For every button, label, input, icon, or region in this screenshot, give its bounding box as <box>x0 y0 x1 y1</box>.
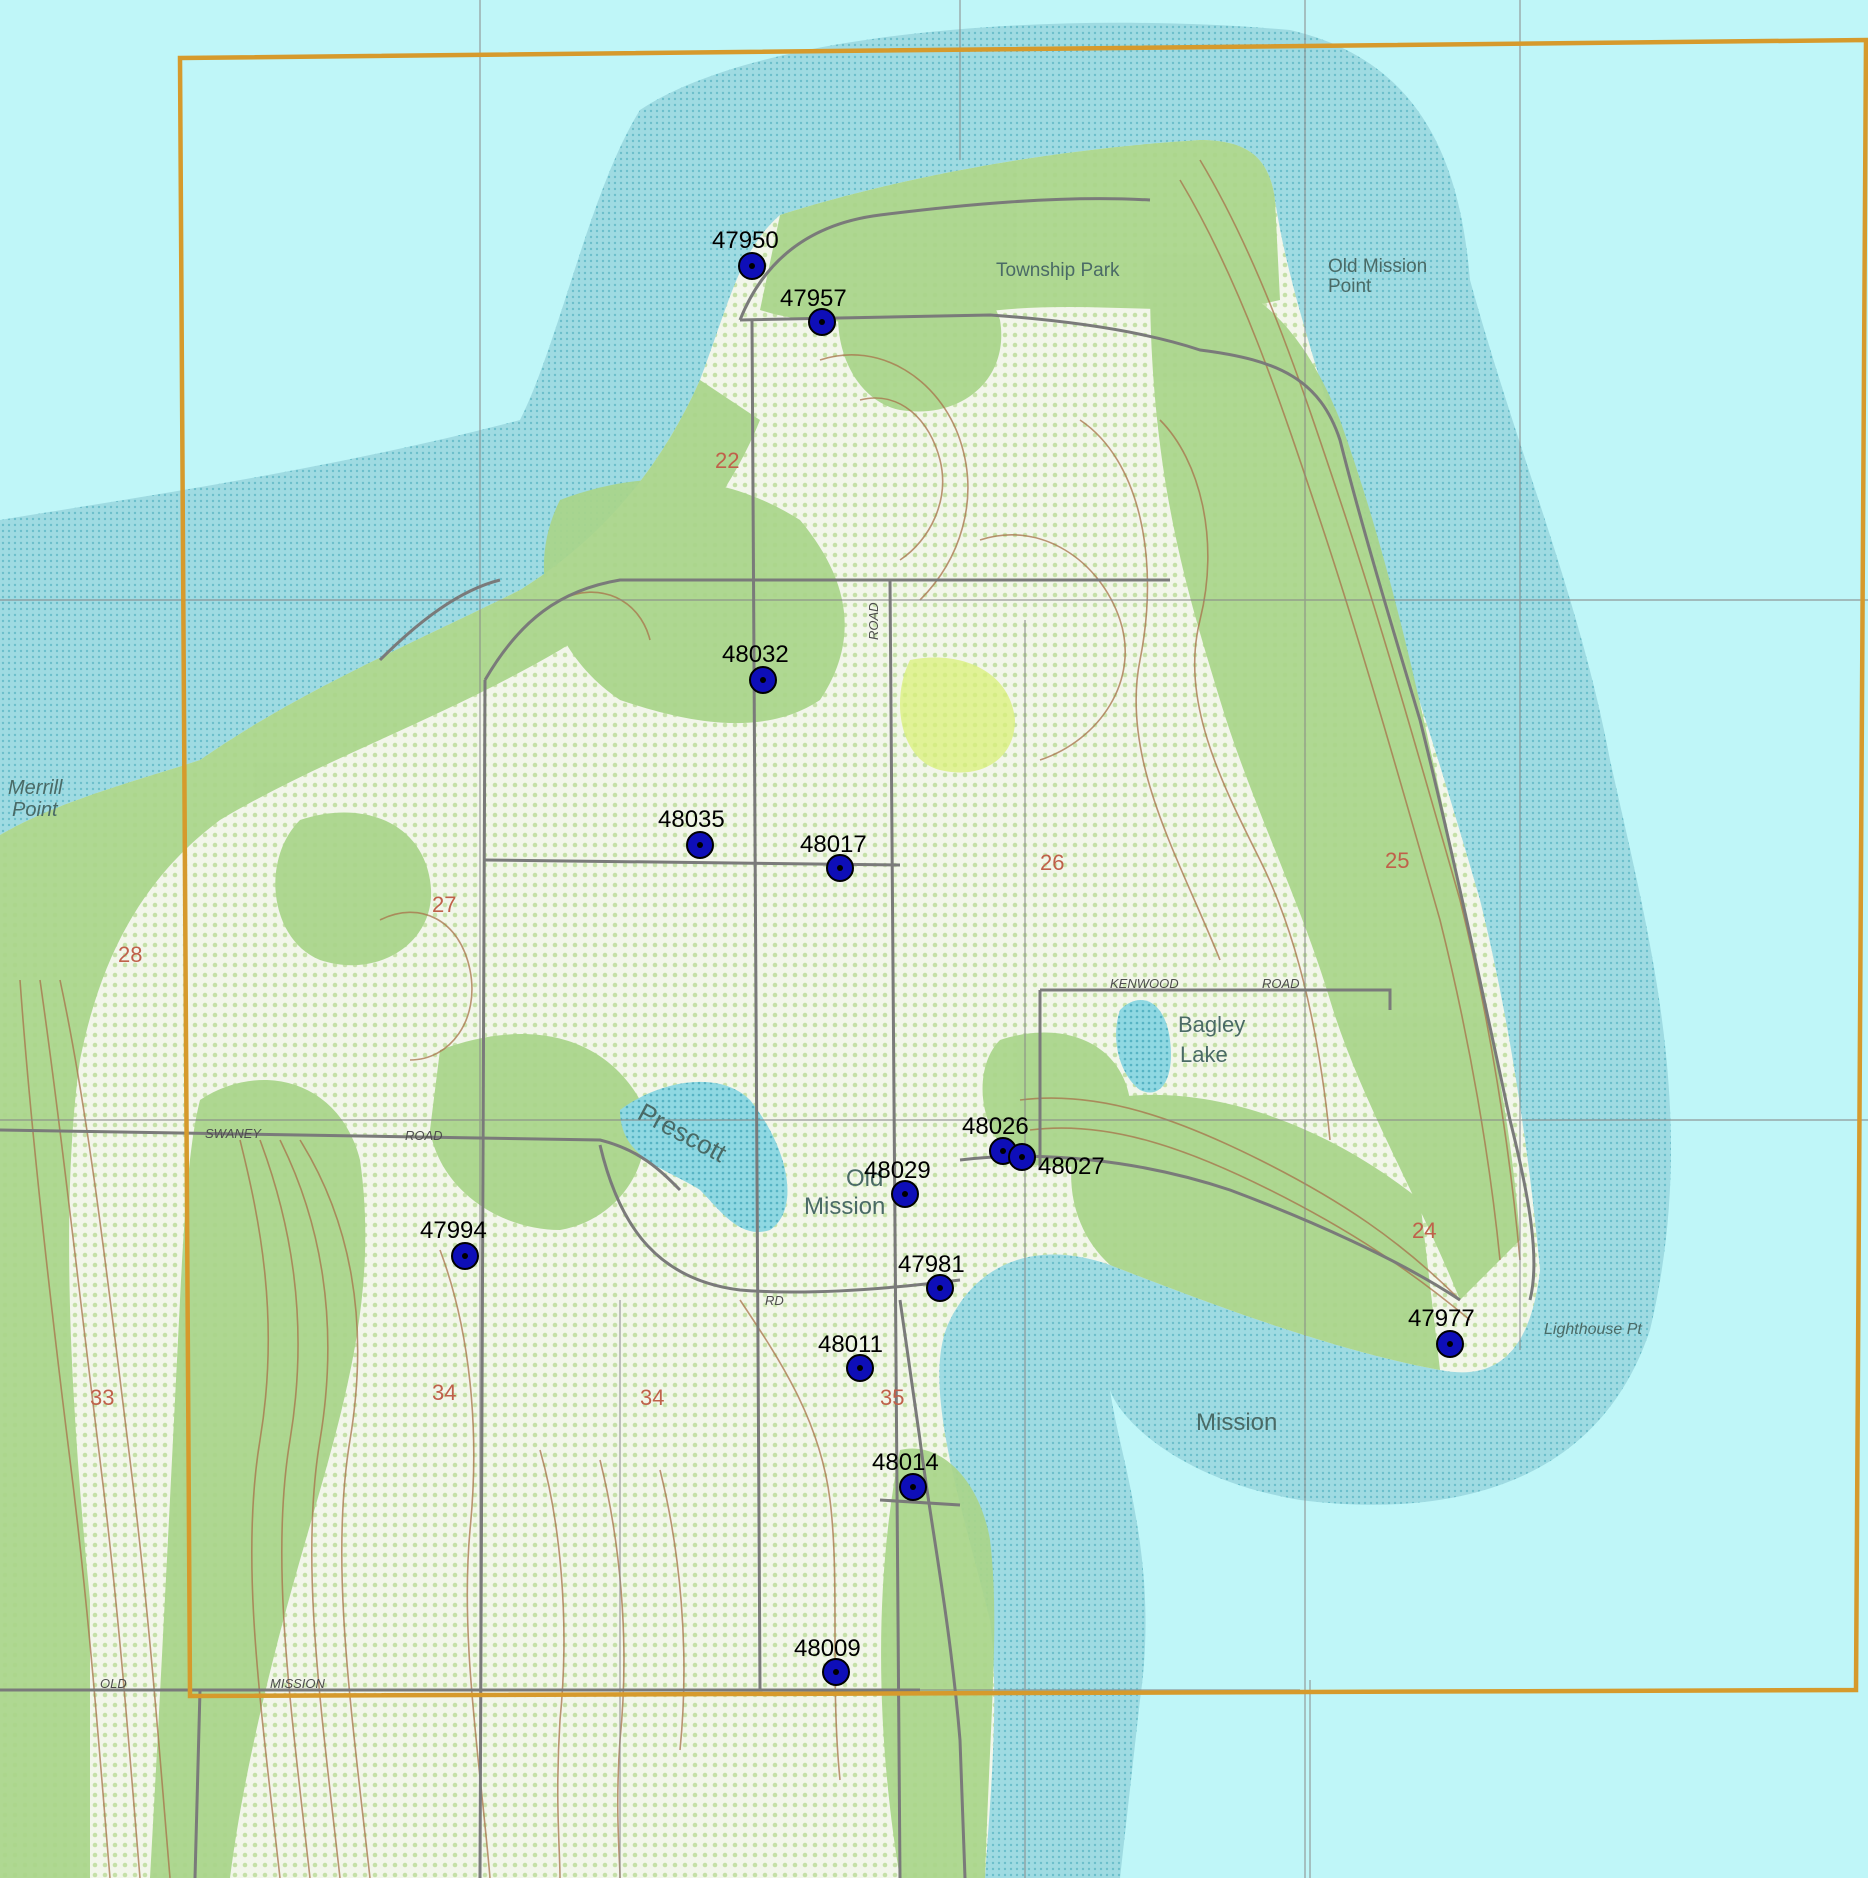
well-marker-label: 48027 <box>1038 1153 1105 1180</box>
section-number: 27 <box>432 892 456 917</box>
section-number: 34 <box>432 1380 456 1405</box>
well-marker-label: 48026 <box>962 1113 1029 1140</box>
section-number: 35 <box>880 1385 904 1410</box>
study-area-boundary <box>177 37 1868 1699</box>
old-mission-point-label: Old Mission <box>1328 256 1427 277</box>
old-mission-label: Old <box>846 1165 883 1192</box>
well-marker-center <box>1447 1341 1453 1347</box>
well-marker-center <box>837 865 843 871</box>
section-number: 34 <box>640 1385 664 1410</box>
section-number: 26 <box>1040 850 1064 875</box>
well-marker-48027[interactable]: 48027 <box>1008 1143 1105 1180</box>
old-road-label: OLD <box>100 1676 127 1691</box>
well-marker-48017[interactable]: 48017 <box>800 831 867 882</box>
well-marker-47977[interactable]: 47977 <box>1408 1305 1475 1358</box>
well-marker-label: 48017 <box>800 831 867 858</box>
well-marker-48014[interactable]: 48014 <box>872 1449 939 1501</box>
well-marker-48035[interactable]: 48035 <box>658 806 725 859</box>
land-open <box>0 140 1540 1878</box>
well-marker-label: 47981 <box>898 1251 965 1278</box>
well-marker-label: 47994 <box>420 1217 487 1244</box>
well-marker-label: 48029 <box>864 1157 931 1184</box>
well-marker-label: 47957 <box>780 285 847 312</box>
kenwood-road-label: KENWOOD <box>1110 976 1179 991</box>
section-number: 22 <box>715 448 739 473</box>
well-marker-center <box>1019 1154 1025 1160</box>
well-marker-label: 48014 <box>872 1449 939 1476</box>
township-park-label: Township Park <box>996 260 1120 281</box>
well-markers: 47950 47957 48032 48035 48017 48026 48027 48029… <box>420 227 1475 1686</box>
section-numbers: 22 27 26 25 28 33 34 34 35 24 <box>90 448 1436 1410</box>
well-marker-label: 47950 <box>712 227 779 254</box>
well-marker-label: 48011 <box>818 1331 883 1358</box>
well-marker-center <box>760 677 766 683</box>
section-number: 28 <box>118 942 142 967</box>
well-marker-label: 47977 <box>1408 1305 1475 1332</box>
well-marker-48029[interactable]: 48029 <box>864 1157 931 1208</box>
wooded-areas <box>0 140 1520 1878</box>
well-marker-47981[interactable]: 47981 <box>898 1251 965 1302</box>
road-label: ROAD <box>866 602 881 640</box>
swaney-road-label: ROAD <box>405 1128 443 1143</box>
well-marker-center <box>937 1285 943 1291</box>
road-labels: SWANEY ROAD KENWOOD ROAD RD MISSION OLD … <box>100 602 1300 1691</box>
bagley-lake <box>1116 1000 1171 1093</box>
well-marker-center <box>910 1484 916 1490</box>
bagley-lake-label: Lake <box>1180 1042 1228 1067</box>
contour-lines <box>19 159 1521 1878</box>
mission-road-label: MISSION <box>270 1676 326 1691</box>
well-marker-label: 48009 <box>794 1635 861 1662</box>
well-marker-center <box>462 1253 468 1259</box>
well-marker-47994[interactable]: 47994 <box>420 1217 487 1270</box>
well-marker-center <box>902 1191 908 1197</box>
well-marker-center <box>749 263 755 269</box>
well-marker-center <box>697 842 703 848</box>
pond <box>900 657 1015 773</box>
well-marker-center <box>833 1669 839 1675</box>
well-marker-center <box>1000 1148 1006 1154</box>
well-marker-47957[interactable]: 47957 <box>780 285 847 336</box>
section-number: 33 <box>90 1385 114 1410</box>
well-marker-48011[interactable]: 48011 <box>818 1331 883 1382</box>
well-marker-48032[interactable]: 48032 <box>722 641 789 694</box>
mission-harbor-label: Mission <box>1196 1409 1277 1436</box>
kenwood-road-label: ROAD <box>1262 976 1300 991</box>
well-marker-center <box>857 1365 863 1371</box>
swaney-road-label: SWANEY <box>205 1126 262 1141</box>
well-marker-label: 48035 <box>658 806 725 833</box>
old-mission-point-label: Point <box>1328 276 1372 297</box>
well-marker-47950[interactable]: 47950 <box>712 227 779 280</box>
bagley-lake-label: Bagley <box>1178 1012 1245 1037</box>
roads <box>0 197 1536 1878</box>
old-mission-label: Mission <box>804 1193 885 1220</box>
well-marker-48009[interactable]: 48009 <box>794 1635 861 1686</box>
merrill-point-label: Merrill <box>8 777 63 799</box>
well-marker-center <box>819 319 825 325</box>
section-number: 24 <box>1412 1218 1436 1243</box>
well-marker-label: 48032 <box>722 641 789 668</box>
section-number: 25 <box>1385 848 1409 873</box>
lighthouse-point-label: Lighthouse Pt <box>1544 1321 1642 1338</box>
merrill-point-label: Point <box>12 799 59 821</box>
road-label: RD <box>765 1293 784 1308</box>
well-marker-48026[interactable]: 48026 <box>962 1113 1029 1165</box>
